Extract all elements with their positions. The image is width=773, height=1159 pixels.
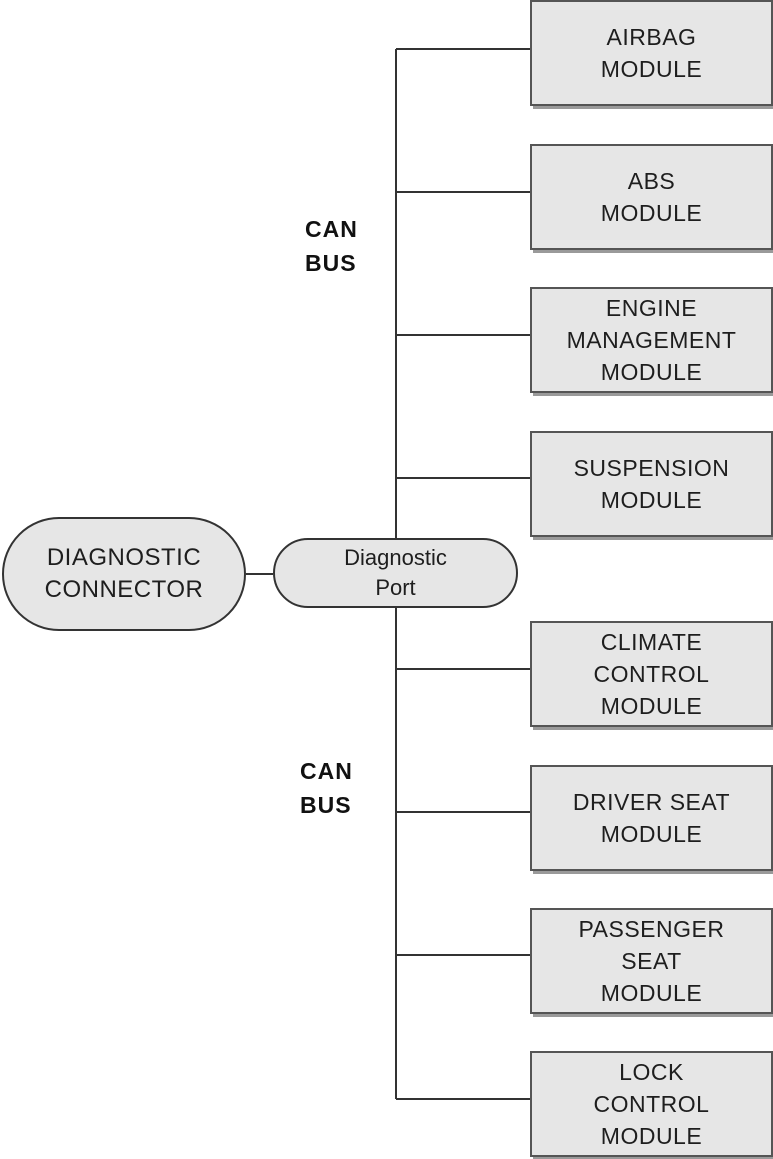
passenger-seat-module-box: PASSENGER SEAT MODULE <box>530 908 773 1014</box>
diagnostic-port-label: Diagnostic Port <box>344 545 447 600</box>
diagnostic-connector: DIAGNOSTIC CONNECTOR <box>2 517 246 631</box>
engine-management-module-box: ENGINE MANAGEMENT MODULE <box>530 287 773 393</box>
diagnostic-port: Diagnostic Port <box>273 538 518 608</box>
suspension-module-label: SUSPENSION MODULE <box>573 455 730 513</box>
engine-management-module-label: ENGINE MANAGEMENT MODULE <box>566 295 737 385</box>
climate-control-module-box: CLIMATE CONTROL MODULE <box>530 621 773 727</box>
abs-module-box: ABS MODULE <box>530 144 773 250</box>
lock-control-module-label: LOCK CONTROL MODULE <box>593 1059 710 1149</box>
abs-module-label: ABS MODULE <box>600 168 703 226</box>
driver-seat-module-box: DRIVER SEAT MODULE <box>530 765 773 871</box>
lock-control-module-box: LOCK CONTROL MODULE <box>530 1051 773 1157</box>
suspension-module-box: SUSPENSION MODULE <box>530 431 773 537</box>
diagnostic-connector-label: DIAGNOSTIC CONNECTOR <box>44 544 204 603</box>
climate-control-module-label: CLIMATE CONTROL MODULE <box>593 629 710 719</box>
driver-seat-module-label: DRIVER SEAT MODULE <box>572 789 731 847</box>
passenger-seat-module-label: PASSENGER SEAT MODULE <box>578 916 725 1006</box>
can-bus-label-bottom: CAN BUS <box>300 758 353 818</box>
airbag-module-box: AIRBAG MODULE <box>530 0 773 106</box>
airbag-module-label: AIRBAG MODULE <box>600 24 703 82</box>
can-bus-label-top: CAN BUS <box>305 216 358 276</box>
